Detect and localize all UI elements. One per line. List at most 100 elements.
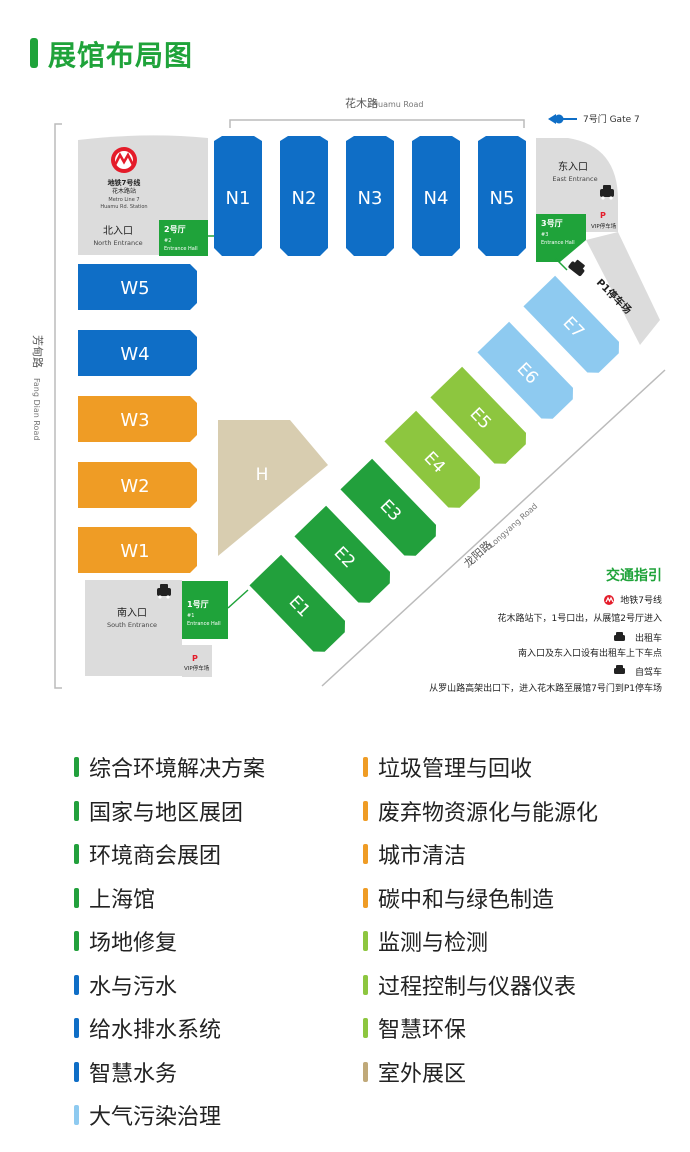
legend-color-swatch: [74, 887, 79, 908]
hall-e4[interactable]: E4: [384, 410, 485, 513]
legend-item: 监测与检测: [363, 926, 488, 956]
entrance-hall-3-en: Entrance Hall: [541, 240, 575, 246]
legend-item: 场地修复: [74, 926, 177, 956]
traffic-taxi-label: 出租车: [635, 632, 662, 644]
south-entrance-cn: 南入口: [117, 606, 147, 619]
legend-item: 智慧环保: [363, 1013, 466, 1043]
metro-station-cn: 花木路站: [112, 187, 136, 195]
east-entrance-zone: [536, 138, 618, 232]
traffic-car-label: 自驾车: [635, 666, 662, 678]
legend-item: 室外展区: [363, 1057, 466, 1087]
north-road-cn: 花木路: [345, 97, 378, 110]
east-taxi-icon: [600, 185, 614, 200]
legend-color-swatch: [363, 1061, 368, 1082]
traffic-car-desc: 从罗山路高架出口下，进入花木路至展馆7号门到P1停车场: [429, 682, 662, 694]
southeast-road-line: [321, 369, 666, 687]
legend-color-swatch: [363, 844, 368, 864]
hall-n2-label: N2: [292, 188, 317, 209]
metro-logo-icon: [111, 147, 137, 173]
legend-color-swatch: [74, 1018, 79, 1038]
hall-n1[interactable]: N1: [214, 136, 262, 256]
south-vip-p: P: [192, 654, 198, 663]
legend-color-swatch: [363, 757, 368, 777]
hall-w2[interactable]: W2: [78, 462, 197, 508]
entrance-hall-1-num: #1: [187, 613, 194, 619]
legend-label: 智慧水务: [89, 1061, 178, 1087]
legend-label: 智慧环保: [378, 1018, 467, 1043]
legend-label: 国家与地区展团: [89, 800, 244, 826]
hall-n2[interactable]: N2: [280, 136, 328, 256]
legend-item: 综合环境解决方案: [74, 752, 265, 782]
legend-item: 城市清洁: [363, 839, 466, 869]
hall3-connector: [554, 257, 568, 271]
hall-e6[interactable]: E6: [477, 321, 578, 424]
east-vip-p: P: [600, 211, 606, 220]
hall-e1[interactable]: E1: [249, 554, 350, 657]
entrance-hall-2-en: Entrance Hall: [164, 246, 198, 252]
metro-station-en: Huamu Rd. Station: [100, 204, 147, 210]
north-entrance-en: North Entrance: [93, 239, 142, 247]
hall-e5[interactable]: E5: [430, 366, 531, 469]
hall-w5-label: W5: [120, 278, 149, 299]
hall-w3[interactable]: W3: [78, 396, 197, 442]
legend-item: 环境商会展团: [74, 839, 221, 869]
legend-label: 室外展区: [378, 1061, 467, 1087]
hall-w1[interactable]: W1: [78, 527, 197, 573]
legend-label: 环境商会展团: [89, 844, 222, 869]
legend-label: 水与污水: [89, 974, 178, 1000]
legend-label: 城市清洁: [378, 844, 467, 869]
traffic-metro-desc: 花木路站下，1号口出，从展馆2号厅进入: [498, 612, 662, 624]
hall-n5[interactable]: N5: [478, 136, 526, 256]
traffic-metro-icon: [604, 595, 614, 605]
west-road-en: Fang Dian Road: [32, 378, 41, 440]
hall-n4[interactable]: N4: [412, 136, 460, 256]
legend-color-swatch: [363, 1018, 368, 1038]
legend-color-swatch: [74, 1061, 79, 1082]
hall-w5[interactable]: W5: [78, 264, 197, 310]
east-entrance-en: East Entrance: [552, 175, 597, 183]
p1-parking-zone: [586, 232, 660, 345]
legend-label: 垃圾管理与回收: [378, 757, 533, 782]
traffic-guide-title: 交通指引: [606, 567, 662, 584]
hall-w2-label: W2: [120, 476, 149, 497]
title-accent-bar: [30, 38, 38, 68]
south-entrance-zone: [85, 580, 182, 676]
traffic-car-icon: [614, 665, 625, 674]
legend-item: 智慧水务: [74, 1057, 177, 1087]
hall-n4-label: N4: [424, 188, 449, 209]
west-road-line: [54, 123, 62, 689]
traffic-taxi-icon: [614, 632, 625, 641]
east-entrance-cn: 东入口: [558, 160, 588, 173]
legend-item: 国家与地区展团: [74, 796, 243, 826]
hall-n3[interactable]: N3: [346, 136, 394, 256]
legend-label: 综合环境解决方案: [89, 757, 266, 782]
hall-e3[interactable]: E3: [340, 458, 441, 561]
traffic-taxi-desc: 南入口及东入口设有出租车上下车点: [518, 647, 662, 659]
entrance-hall-2: [159, 220, 208, 256]
p1-car-icon: [568, 259, 585, 277]
hall-e2[interactable]: E2: [294, 505, 395, 608]
hall-e7[interactable]: E7: [523, 275, 624, 378]
south-vip-label: VIP停车场: [184, 664, 210, 672]
legend-color-swatch: [363, 931, 368, 951]
legend-color-swatch: [74, 974, 79, 995]
entrance-hall-1-en: Entrance Hall: [187, 621, 221, 627]
gate7-marker[interactable]: 7号门 Gate 7: [548, 113, 640, 125]
hall-n5-label: N5: [490, 188, 515, 209]
entrance-hall-3-cn: 3号厅: [541, 219, 563, 228]
hall-w1-label: W1: [120, 541, 149, 562]
legend-label: 过程控制与仪器仪表: [378, 974, 577, 1000]
legend-item: 水与污水: [74, 970, 177, 1000]
entrance-hall-1-cn: 1号厅: [187, 600, 209, 609]
gate7-arrow-icon: [548, 114, 556, 124]
hall-w4[interactable]: W4: [78, 330, 197, 376]
entrance-hall-3: [536, 214, 586, 262]
legend-color-swatch: [74, 757, 79, 777]
north-road-line: [229, 119, 525, 128]
legend-color-swatch: [363, 800, 368, 821]
legend-color-swatch: [363, 974, 368, 995]
north-road-en: Huamu Road: [372, 100, 423, 109]
legend-color-swatch: [363, 887, 368, 908]
legend-item: 碳中和与绿色制造: [363, 883, 554, 913]
traffic-metro-label: 地铁7号线: [620, 594, 662, 606]
